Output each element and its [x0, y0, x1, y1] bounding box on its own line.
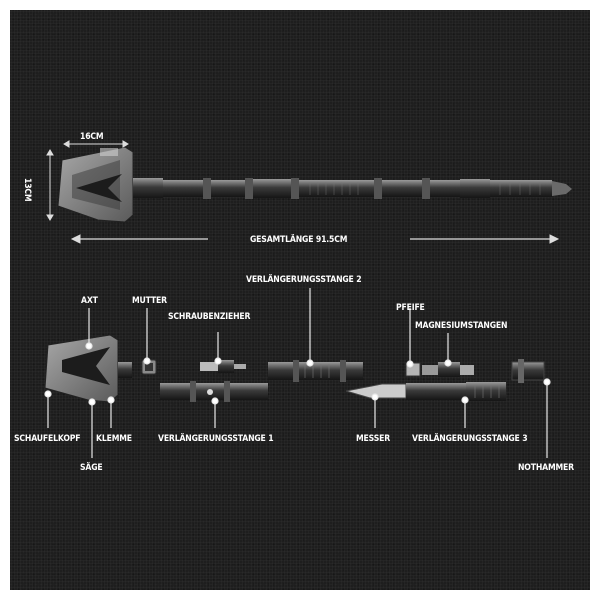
dimension-markers — [46, 140, 560, 244]
magnesium-rods-part — [422, 362, 474, 377]
knife-part — [345, 382, 506, 401]
label-verlaengerungsstange-3: VERLÄNGERUNGSSTANGE 3 — [412, 434, 528, 444]
label-klemme: KLEMME — [96, 434, 132, 444]
assembled-shovel — [57, 146, 572, 223]
label-mutter: MUTTER — [132, 296, 167, 306]
height-dimension-label: 13CM — [22, 178, 32, 202]
extension-rod-1-part — [160, 381, 268, 402]
label-pfeife: PFEIFE — [396, 303, 425, 313]
width-dimension-label: 16CM — [80, 132, 104, 142]
label-nothammer: NOTHAMMER — [518, 463, 574, 473]
emergency-hammer-part — [511, 359, 545, 383]
leader-lines — [44, 288, 551, 458]
extension-rod-2-part — [268, 360, 363, 382]
screwdriver-part — [200, 360, 246, 373]
label-axt: AXT — [81, 296, 98, 306]
tool-illustration — [44, 140, 572, 458]
label-messer: MESSER — [356, 434, 391, 444]
label-verlaengerungsstange-1: VERLÄNGERUNGSSTANGE 1 — [158, 434, 274, 444]
label-magnesiumstangen: MAGNESIUMSTANGEN — [415, 321, 508, 331]
shovel-head-part — [44, 334, 132, 403]
label-schaufelkopf: SCHAUFELKOPF — [14, 434, 81, 444]
product-image: 16CM 13CM GESAMTLÄNGE 91.5CM AXT MUTTER … — [10, 10, 590, 590]
total-length-label: GESAMTLÄNGE 91.5CM — [250, 235, 348, 245]
label-schraubenzieher: SCHRAUBENZIEHER — [168, 312, 251, 322]
label-saege: SÄGE — [80, 463, 103, 473]
label-verlaengerungsstange-2: VERLÄNGERUNGSSTANGE 2 — [246, 275, 362, 285]
